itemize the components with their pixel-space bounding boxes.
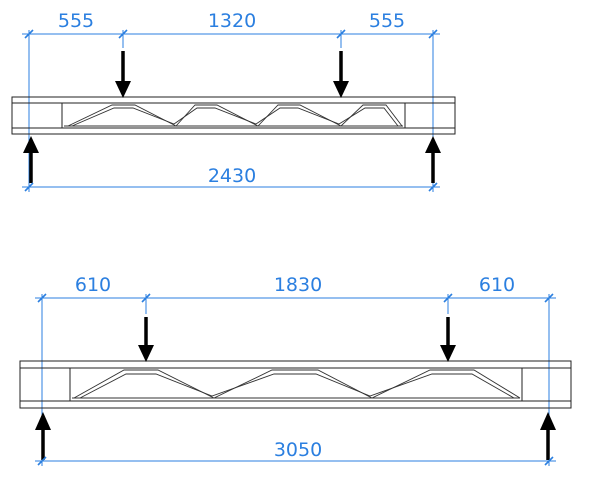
beam-1-truss-web-inner — [71, 107, 399, 127]
beam-1-tick-1 — [24, 29, 34, 39]
beam-2-tick-2 — [141, 293, 151, 303]
beam-2-load-arrow-left — [138, 317, 154, 362]
beam-1-support-arrow-left — [23, 136, 39, 183]
beam-2-assembly: 610 1830 610 — [19, 274, 572, 466]
beam-1-tick-2 — [118, 29, 128, 39]
beam-1-tick-4 — [428, 29, 438, 39]
beam-2-support-arrow-right — [540, 412, 556, 460]
beam-2-support-arrow-left — [35, 412, 51, 460]
beam-2-truss-web-inner — [79, 373, 515, 399]
beam-2-dim-left-shear: 610 — [75, 274, 111, 296]
beam-2-outline — [19, 360, 572, 409]
beam-1-dim-left-shear: 555 — [58, 10, 94, 32]
beam-2-tick-4 — [544, 293, 554, 303]
beam-2-dim-middle: 1830 — [274, 274, 322, 296]
beam-2-load-arrow-right — [440, 317, 456, 362]
beam-2-tick-1 — [37, 293, 47, 303]
beam-2-body — [19, 360, 572, 409]
beam-1-span-dimension: 2430 — [22, 165, 440, 192]
beam-2-truss-web-outer — [73, 369, 521, 399]
beam-2-dim-right-shear: 610 — [479, 274, 515, 296]
beam-1-assembly: 555 1320 555 — [11, 10, 456, 192]
beam-1-dim-middle: 1320 — [208, 10, 256, 32]
beam-2-span-dimension: 3050 — [35, 439, 556, 466]
beam-1-dim-span: 2430 — [208, 165, 256, 187]
beam-1-top-dimension-chain: 555 1320 555 — [22, 10, 440, 192]
beam-2-dim-span: 3050 — [274, 439, 322, 461]
beam-1-load-arrow-right — [333, 51, 349, 98]
beam-1-load-arrow-left — [115, 51, 131, 98]
beam-1-body — [11, 96, 456, 135]
beam-1-tick-3 — [336, 29, 346, 39]
beam-1-dim-right-shear: 555 — [369, 10, 405, 32]
beam-1-support-arrow-right — [425, 136, 441, 183]
beam-2-tick-3 — [443, 293, 453, 303]
beam-1-outline — [11, 96, 456, 135]
